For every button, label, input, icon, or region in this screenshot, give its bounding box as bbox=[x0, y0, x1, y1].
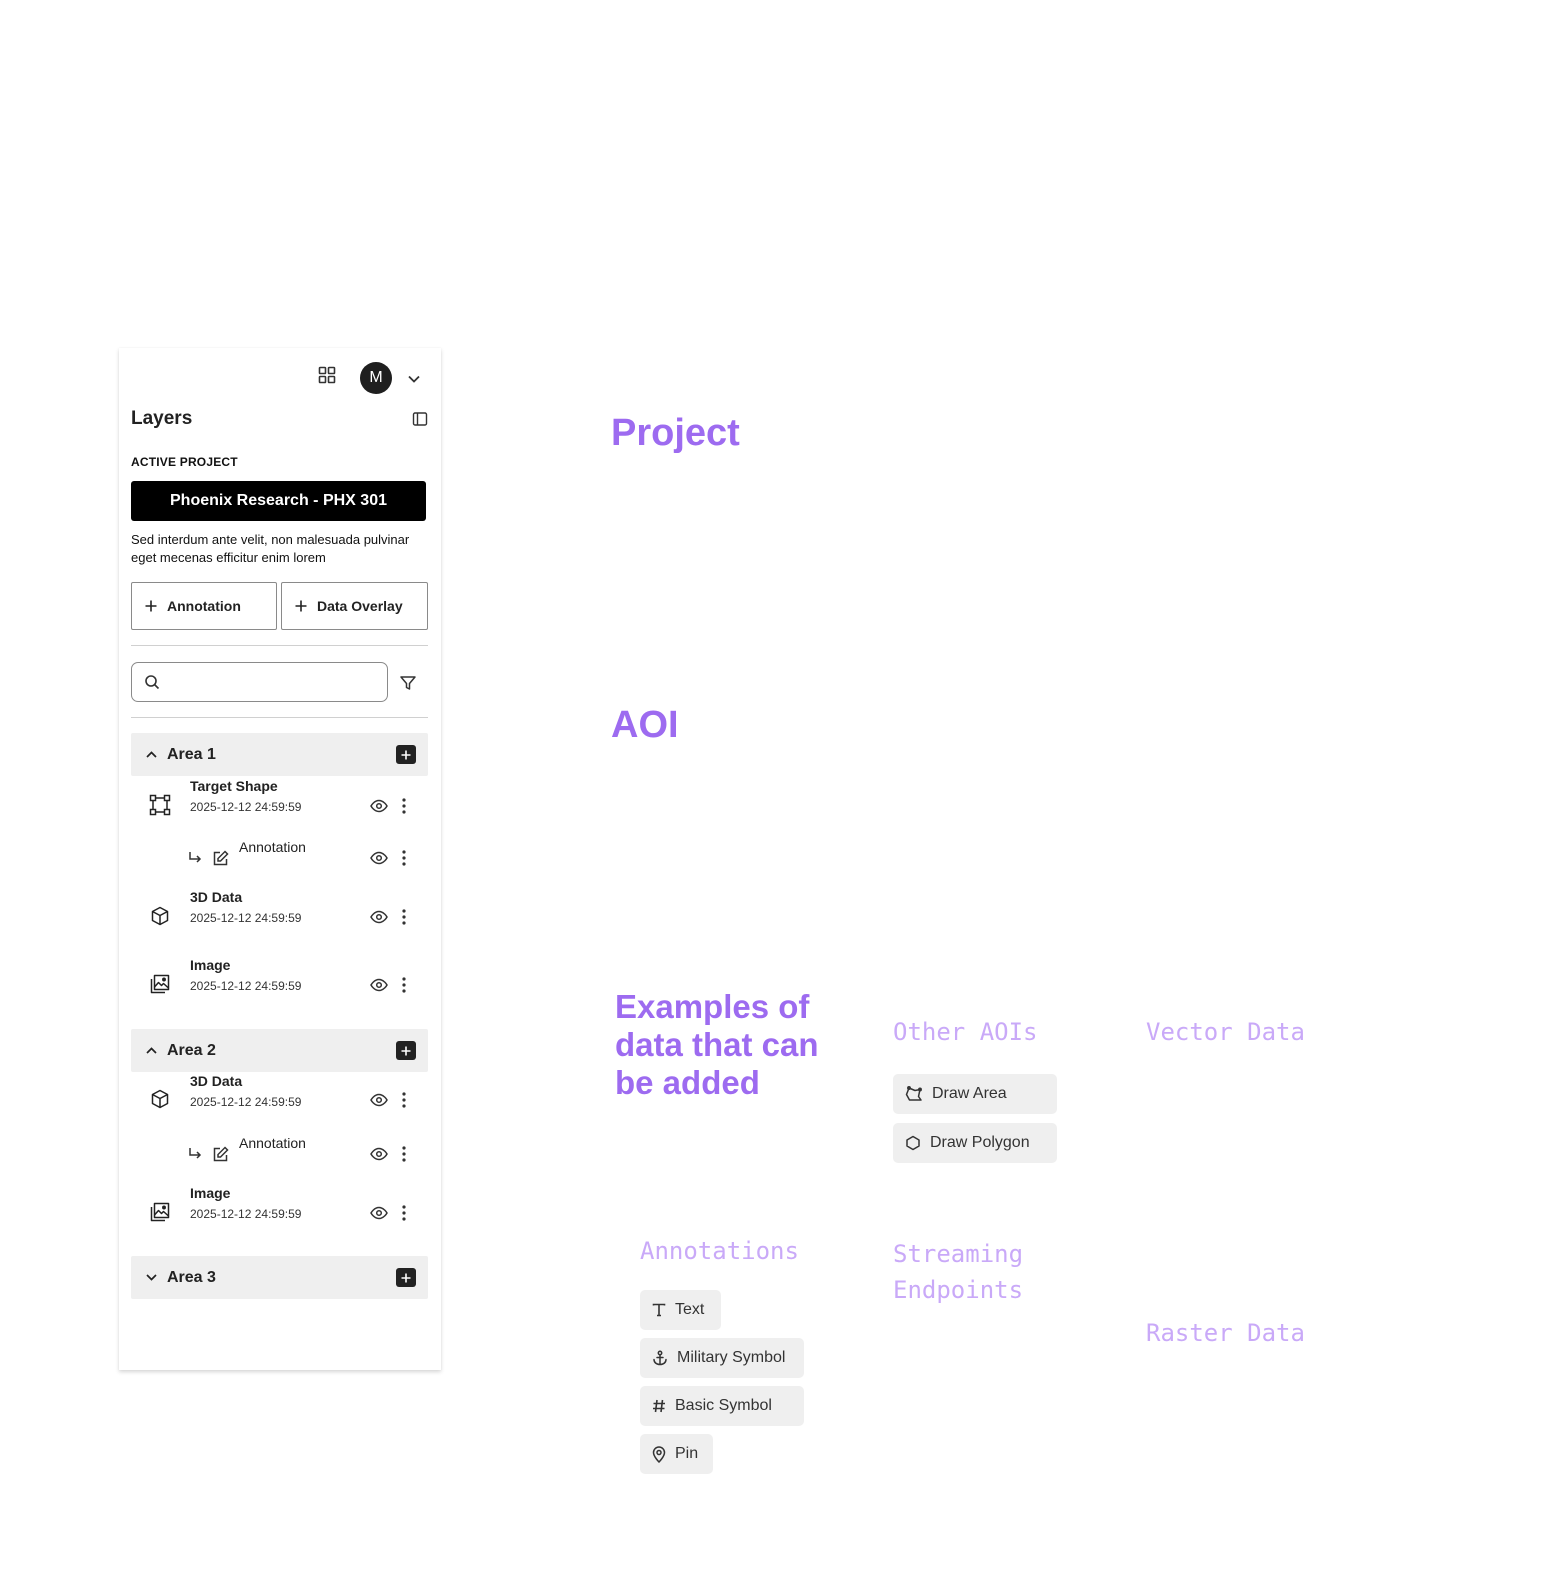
more-vertical-icon[interactable] bbox=[397, 976, 411, 994]
layer-date: 2025-12-12 24:59:59 bbox=[190, 1207, 302, 1221]
eye-icon[interactable] bbox=[370, 908, 388, 926]
edit-note-icon bbox=[211, 1145, 229, 1163]
note-annotations: Annotations bbox=[640, 1237, 799, 1265]
sub-arrow-icon bbox=[187, 850, 203, 866]
image-icon bbox=[149, 1201, 171, 1223]
note-vector-data: Vector Data bbox=[1146, 1018, 1305, 1046]
plus-icon bbox=[401, 1046, 411, 1055]
plus-icon bbox=[295, 600, 307, 612]
chevron-up-icon[interactable] bbox=[144, 748, 158, 762]
active-project-label: ACTIVE PROJECT bbox=[131, 455, 238, 469]
target-shape-icon bbox=[149, 794, 171, 816]
more-vertical-icon[interactable] bbox=[397, 908, 411, 926]
eye-icon[interactable] bbox=[370, 849, 388, 867]
plus-icon bbox=[401, 1273, 411, 1282]
divider bbox=[131, 717, 428, 718]
cube-icon bbox=[149, 905, 171, 927]
more-vertical-icon[interactable] bbox=[397, 797, 411, 815]
layer-date: 2025-12-12 24:59:59 bbox=[190, 800, 302, 814]
more-vertical-icon[interactable] bbox=[397, 1091, 411, 1109]
search-icon bbox=[145, 675, 160, 690]
more-vertical-icon[interactable] bbox=[397, 1145, 411, 1163]
plus-icon bbox=[401, 750, 411, 759]
divider bbox=[131, 645, 428, 646]
note-examples: Examples of data that can be added bbox=[615, 988, 819, 1101]
sub-layer-label: Annotation bbox=[239, 1135, 306, 1151]
text-icon bbox=[652, 1303, 666, 1317]
search-box[interactable] bbox=[131, 662, 388, 702]
chevron-down-icon[interactable] bbox=[144, 1271, 158, 1285]
chip-draw-area[interactable]: Draw Area bbox=[893, 1074, 1057, 1114]
note-aoi: AOI bbox=[611, 704, 679, 746]
area-header-area-1[interactable]: Area 1 bbox=[131, 733, 428, 776]
add-annotation-button[interactable]: Annotation bbox=[131, 582, 277, 630]
eye-icon[interactable] bbox=[370, 797, 388, 815]
apps-grid-icon[interactable] bbox=[318, 366, 336, 384]
sidebar-collapse-icon[interactable] bbox=[412, 411, 428, 427]
note-other-aois: Other AOIs bbox=[893, 1018, 1038, 1046]
avatar[interactable]: M bbox=[360, 362, 392, 394]
project-description: Sed interdum ante velit, non malesuada p… bbox=[131, 532, 410, 565]
edit-note-icon bbox=[211, 849, 229, 867]
chip-text[interactable]: Text bbox=[640, 1290, 721, 1330]
chip-military-symbol[interactable]: Military Symbol bbox=[640, 1338, 804, 1378]
chevron-down-icon[interactable] bbox=[407, 372, 421, 386]
more-vertical-icon[interactable] bbox=[397, 1204, 411, 1222]
area-header-area-3[interactable]: Area 3 bbox=[131, 1256, 428, 1299]
add-layer-button[interactable] bbox=[396, 1268, 416, 1287]
layer-title: Image bbox=[190, 1185, 231, 1201]
search-input[interactable] bbox=[168, 674, 368, 690]
more-vertical-icon[interactable] bbox=[397, 849, 411, 867]
add-layer-button[interactable] bbox=[396, 1041, 416, 1060]
sub-layer-label: Annotation bbox=[239, 839, 306, 855]
panel-title: Layers bbox=[131, 408, 193, 429]
image-icon bbox=[149, 973, 171, 995]
layer-date: 2025-12-12 24:59:59 bbox=[190, 1095, 302, 1109]
anchor-icon bbox=[653, 1350, 667, 1366]
sub-arrow-icon bbox=[187, 1146, 203, 1162]
chip-pin[interactable]: Pin bbox=[640, 1434, 713, 1474]
note-project: Project bbox=[611, 412, 740, 454]
add-data-overlay-button[interactable]: Data Overlay bbox=[281, 582, 428, 630]
eye-icon[interactable] bbox=[370, 1204, 388, 1222]
chevron-up-icon[interactable] bbox=[144, 1044, 158, 1058]
pin-icon bbox=[652, 1445, 666, 1463]
plus-icon bbox=[145, 600, 157, 612]
chip-draw-polygon[interactable]: Draw Polygon bbox=[893, 1123, 1057, 1163]
draw-area-icon bbox=[905, 1086, 922, 1101]
layer-title: 3D Data bbox=[190, 889, 243, 905]
layer-title: Target Shape bbox=[190, 778, 278, 794]
active-project-button[interactable]: Phoenix Research - PHX 301 bbox=[131, 481, 426, 521]
eye-icon[interactable] bbox=[370, 1091, 388, 1109]
filter-icon[interactable] bbox=[399, 674, 417, 692]
eye-icon[interactable] bbox=[370, 1145, 388, 1163]
add-layer-button[interactable] bbox=[396, 745, 416, 764]
note-streaming-endpoints: Streaming Endpoints bbox=[893, 1240, 1024, 1304]
hash-icon bbox=[653, 1399, 665, 1413]
layers-panel: M Layers ACTIVE PROJECT Phoenix Research… bbox=[119, 348, 441, 1370]
layer-date: 2025-12-12 24:59:59 bbox=[190, 979, 302, 993]
cube-icon bbox=[149, 1088, 171, 1110]
note-raster-data: Raster Data bbox=[1146, 1319, 1305, 1347]
chip-basic-symbol[interactable]: Basic Symbol bbox=[640, 1386, 804, 1426]
layer-title: 3D Data bbox=[190, 1073, 243, 1089]
layer-date: 2025-12-12 24:59:59 bbox=[190, 911, 302, 925]
layer-title: Image bbox=[190, 957, 231, 973]
eye-icon[interactable] bbox=[370, 976, 388, 994]
hexagon-icon bbox=[906, 1135, 920, 1151]
area-header-area-2[interactable]: Area 2 bbox=[131, 1029, 428, 1072]
